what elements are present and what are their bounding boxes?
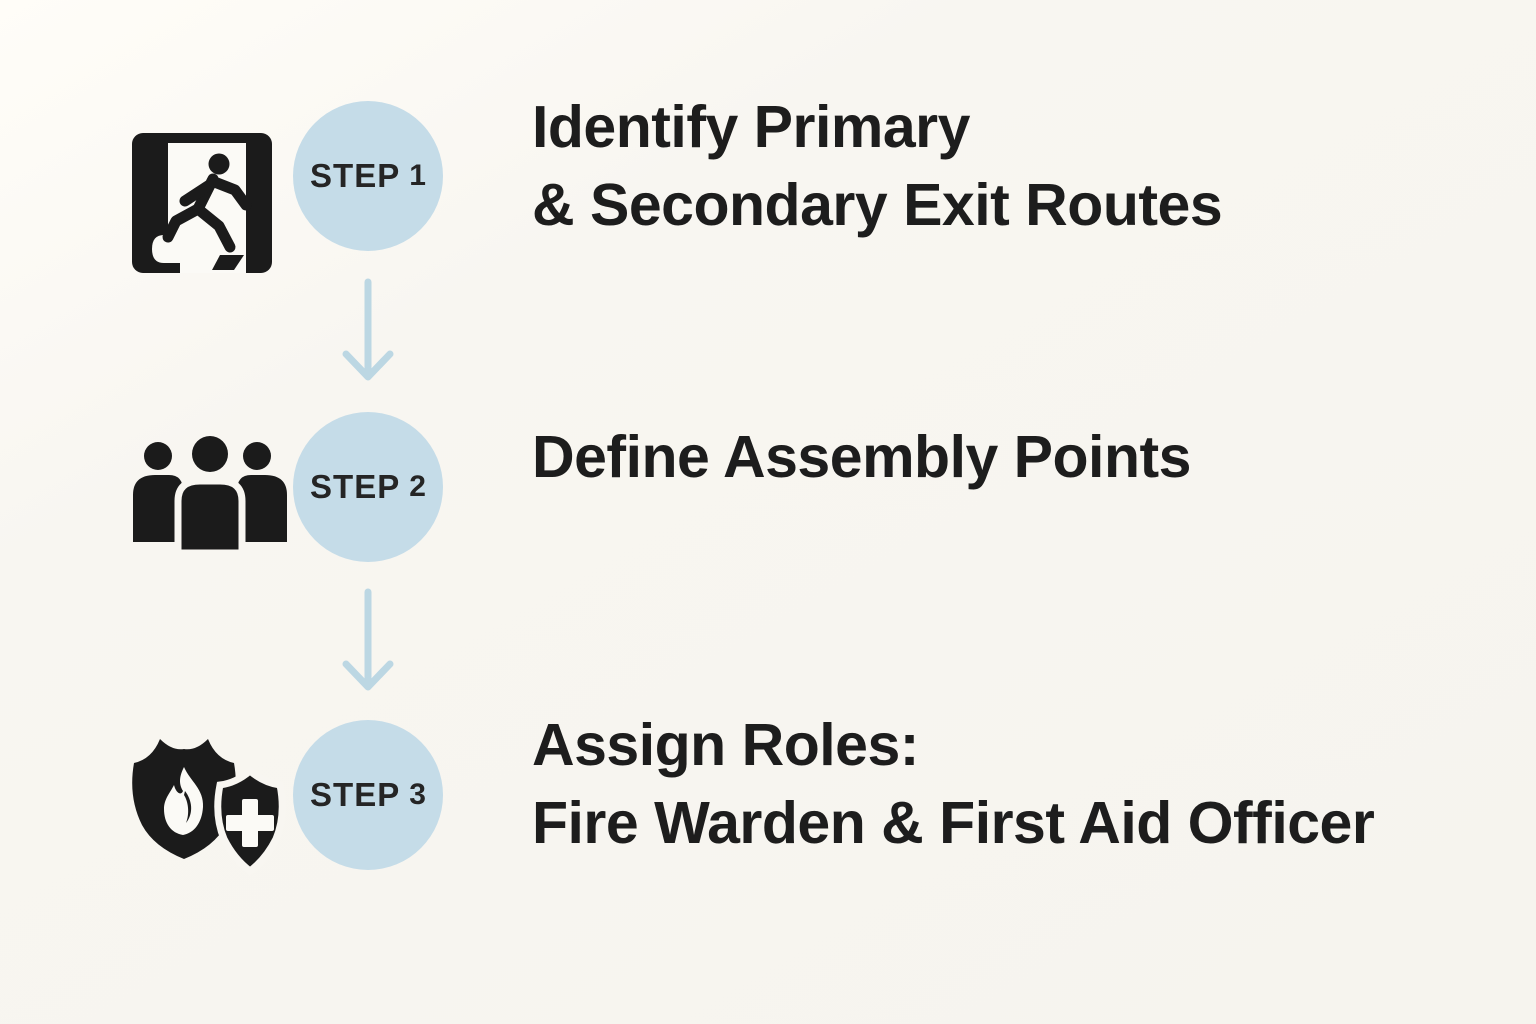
- step-3-badge: STEP 3: [293, 720, 443, 870]
- step-1-label: STEP: [310, 157, 401, 194]
- down-arrow-icon: [342, 588, 394, 691]
- down-arrow-icon: [342, 278, 394, 381]
- step-3-title-line-1: Assign Roles:: [532, 712, 919, 778]
- step-2-title: Define Assembly Points: [532, 418, 1191, 496]
- emergency-exit-icon: [132, 133, 272, 273]
- step-2-title-line-1: Define Assembly Points: [532, 424, 1191, 490]
- step-2-label: STEP: [310, 468, 401, 505]
- step-1-title: Identify Primary & Secondary Exit Routes: [532, 88, 1223, 244]
- step-3-title-line-2: Fire Warden & First Aid Officer: [532, 790, 1375, 856]
- step-1-title-line-2: & Secondary Exit Routes: [532, 172, 1223, 238]
- assembly-people-icon: [133, 435, 287, 557]
- step-3-title: Assign Roles: Fire Warden & First Aid Of…: [532, 706, 1375, 862]
- step-1-number: 1: [409, 159, 426, 192]
- step-1-title-line-1: Identify Primary: [532, 94, 970, 160]
- step-3-number: 3: [409, 778, 426, 811]
- step-3-label: STEP: [310, 776, 401, 813]
- fire-firstaid-shields-icon: [128, 733, 292, 877]
- step-2-badge: STEP 2: [293, 412, 443, 562]
- step-1-badge: STEP 1: [293, 101, 443, 251]
- step-2-number: 2: [409, 470, 426, 503]
